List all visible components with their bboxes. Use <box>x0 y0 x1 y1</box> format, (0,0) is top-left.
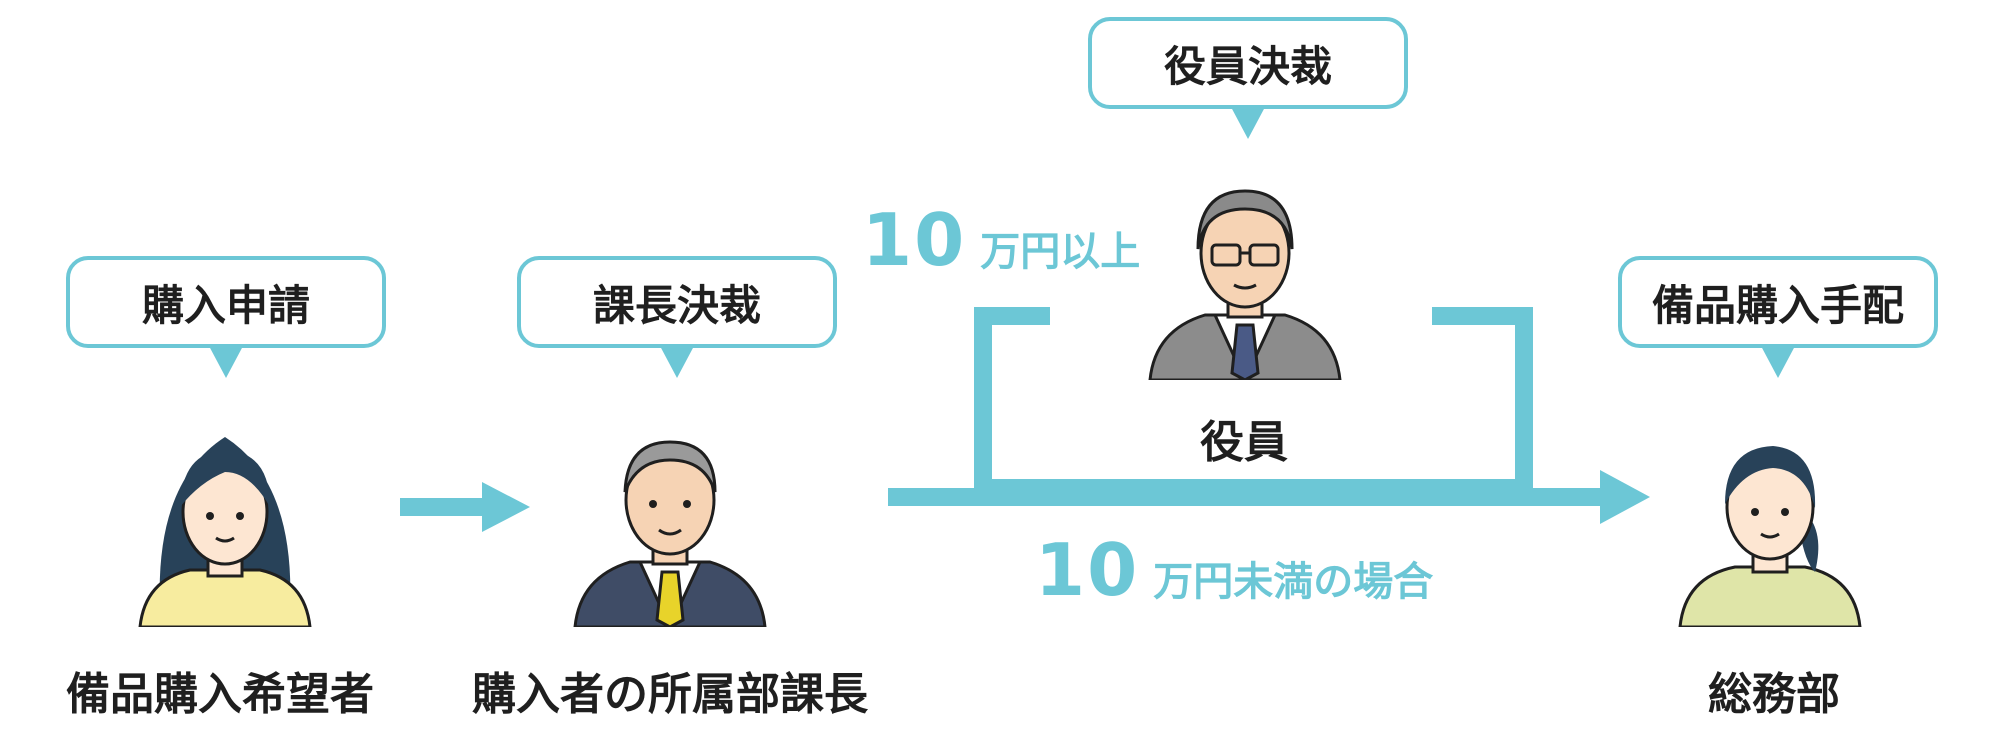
role-section-chief: 購入者の所属部課長 <box>472 669 868 720</box>
bubble-chief-approval: 課長決裁 <box>517 256 837 378</box>
arrowhead-to-general-affairs <box>1600 470 1650 524</box>
role-executive: 役員 <box>1200 417 1288 468</box>
condition-high-text: 万円以上 <box>980 229 1141 275</box>
bracket-executive-route <box>974 307 1533 497</box>
arrowhead-to-chief <box>482 482 530 532</box>
role-applicant: 備品購入希望者 <box>66 669 374 720</box>
condition-low-number: 10 <box>1035 528 1140 612</box>
condition-high-amount: 10 万円以上 <box>862 198 1140 282</box>
role-general-affairs: 総務部 <box>1708 669 1840 720</box>
condition-high-number: 10 <box>862 198 967 282</box>
section-chief-icon <box>573 440 767 627</box>
bubble-procurement-arrangement: 備品購入手配 <box>1618 256 1938 378</box>
executive-icon <box>1148 189 1342 380</box>
condition-low-amount: 10 万円未満の場合 <box>1035 528 1433 612</box>
woman-applicant-icon <box>138 437 312 627</box>
general-affairs-woman-icon <box>1678 446 1862 627</box>
bubble-executive-approval: 役員決裁 <box>1088 17 1408 139</box>
condition-low-text: 万円未満の場合 <box>1153 559 1434 605</box>
bubble-purchase-request: 購入申請 <box>66 256 386 378</box>
